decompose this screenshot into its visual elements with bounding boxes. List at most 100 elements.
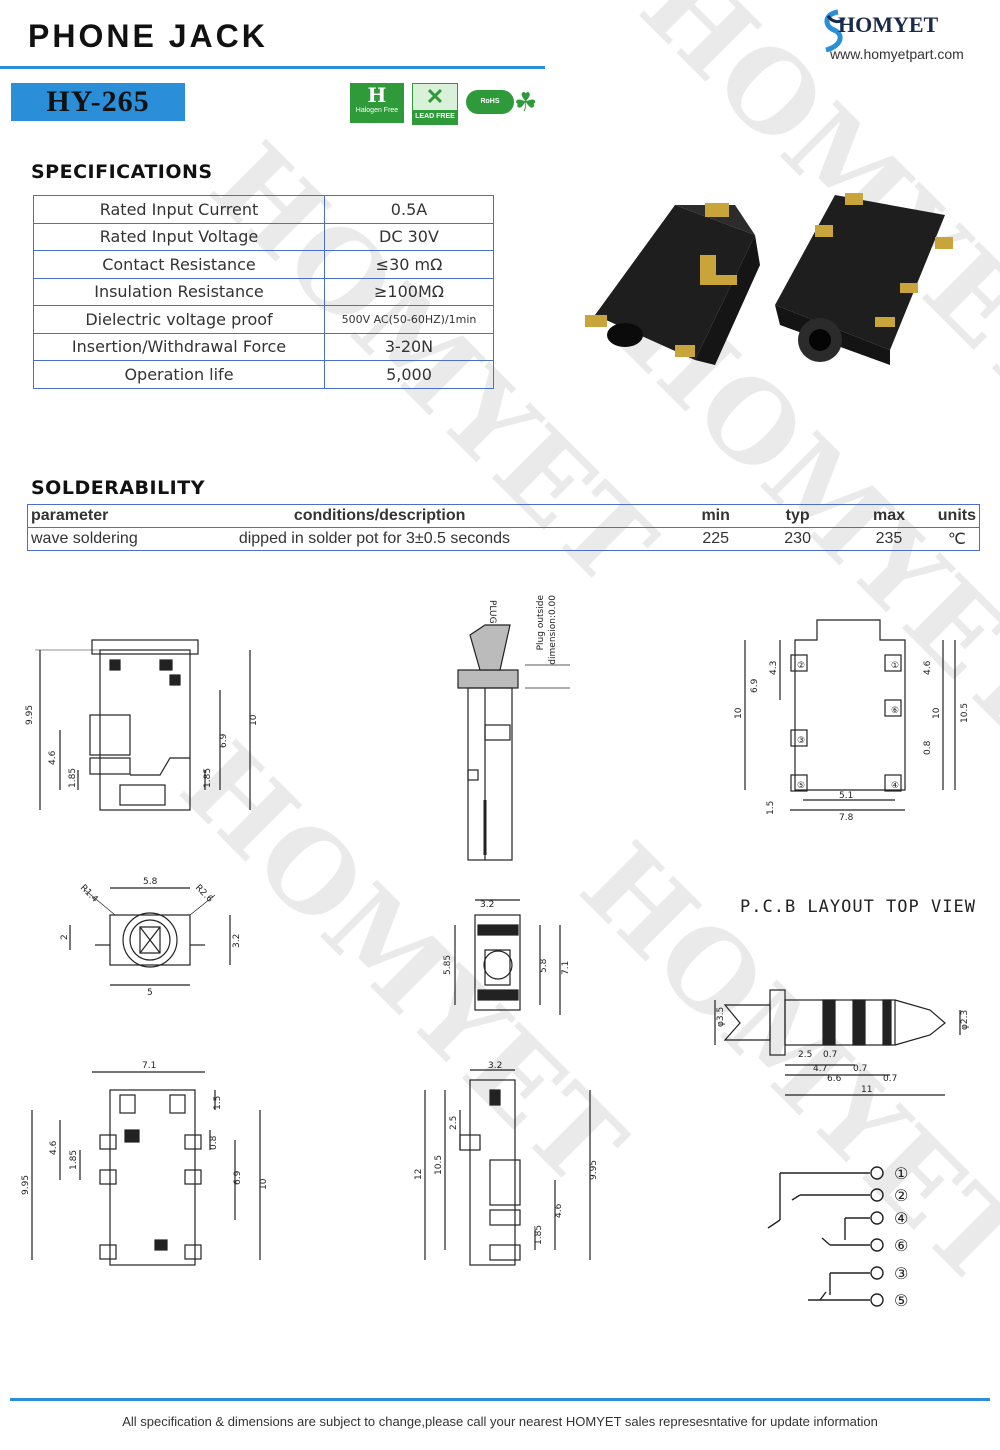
footer-note: All specification & dimensions are subje… — [122, 1414, 878, 1429]
pin-label: ④ — [891, 781, 899, 791]
dim-label: 1.85 — [68, 768, 78, 788]
solderability-heading: SOLDERABILITY — [31, 477, 205, 499]
plug-note: Plug outside — [536, 595, 546, 651]
lead-free-badge: ✕ LEAD FREE — [412, 83, 458, 125]
dim-label: 4.6 — [923, 660, 933, 675]
plug-note: dimension:0.00 — [548, 595, 558, 665]
column-header: conditions/description — [233, 504, 680, 528]
circuit-schematic: ① ② ④ ⑥ ③ ⑤ — [767, 1164, 908, 1310]
pin-label: ⑤ — [797, 781, 805, 791]
spec-label: Rated Input Current — [33, 195, 325, 224]
dim-label: 5.8 — [539, 958, 549, 973]
specifications-heading: SPECIFICATIONS — [31, 161, 213, 183]
dim-label: 1.85 — [203, 768, 213, 788]
table-row: wave soldering dipped in solder pot for … — [28, 528, 980, 551]
dim-label: 1.85 — [534, 1225, 544, 1245]
dim-label: 1.5 — [766, 801, 776, 815]
spec-value: 5,000 — [324, 360, 494, 389]
dim-label: 10.5 — [434, 1155, 444, 1175]
spec-value: ≥100MΩ — [324, 277, 494, 306]
table-cell: dipped in solder pot for 3±0.5 seconds — [238, 530, 510, 547]
jack-photo-left — [585, 203, 760, 365]
spec-value: 500V AC(50-60HZ)/1min — [324, 305, 494, 334]
dim-label: 5.85 — [443, 955, 453, 975]
dim-label: 4.3 — [769, 661, 779, 675]
dim-label: 0.7 — [883, 1074, 897, 1084]
table-row: Contact Resistance≤30 mΩ — [33, 250, 494, 279]
plug-label: PLUG — [487, 600, 497, 624]
dim-label: 2 — [60, 934, 70, 940]
dim-label: 7.8 — [839, 813, 854, 823]
spec-label: Rated Input Voltage — [33, 222, 325, 251]
table-header-row: parameter conditions/description min typ… — [27, 504, 980, 528]
dim-label: 9.95 — [21, 1175, 31, 1195]
dim-label: 11 — [861, 1085, 872, 1095]
dim-label: 5.8 — [143, 877, 158, 887]
pin-label: ⑤ — [894, 1291, 908, 1310]
dim-label: 6.9 — [219, 733, 229, 748]
column-header: min — [679, 504, 753, 528]
column-header: units — [934, 504, 980, 528]
dim-label: 10 — [249, 714, 259, 726]
dim-label: 5.1 — [839, 791, 853, 801]
plug-profile-drawing: φ3.5 φ2.3 2.5 0.7 0.7 0.7 4.7 6.6 11 — [714, 989, 970, 1096]
dim-label: 2.5 — [449, 1116, 459, 1130]
pin-label: ③ — [797, 736, 805, 746]
spec-label: Insertion/Withdrawal Force — [33, 332, 325, 361]
dim-label: 4.6 — [49, 1140, 59, 1155]
dim-label: 1.5 — [213, 1096, 223, 1110]
dim-label: 6.9 — [233, 1170, 243, 1185]
dim-label: 3.2 — [232, 934, 242, 948]
dim-label: 3.2 — [488, 1061, 502, 1071]
spec-label: Operation life — [33, 360, 325, 389]
solderability-table: parameter conditions/description min typ… — [27, 504, 980, 551]
pin-label: ① — [891, 661, 899, 671]
dim-label: 0.8 — [923, 740, 933, 755]
table-cell: 230 — [784, 530, 811, 547]
pin-label: ② — [894, 1186, 908, 1205]
pcb-layout-caption: P.C.B LAYOUT TOP VIEW — [740, 897, 976, 917]
spec-label: Contact Resistance — [33, 250, 325, 279]
dim-label: φ2.3 — [960, 1010, 970, 1030]
product-photo — [585, 193, 953, 365]
bottom-view-drawing: 7.1 9.95 10 6.9 4.6 1.85 1.5 0.8 — [21, 1061, 269, 1266]
spec-value: 0.5A — [324, 195, 494, 224]
dim-label: R1.4 — [78, 883, 100, 905]
side-view-drawing: 9.95 10 6.9 4.6 1.85 1.85 — [25, 639, 259, 811]
brand-logo-icon — [824, 9, 846, 53]
pin-label: ⑥ — [891, 706, 899, 716]
dim-label: 0.8 — [209, 1135, 219, 1150]
dim-label: 10 — [932, 707, 942, 719]
dim-label: 6.6 — [827, 1074, 842, 1084]
dim-label: 4.6 — [48, 750, 58, 765]
dim-label: 9.95 — [25, 705, 35, 725]
dim-label: 5 — [147, 988, 153, 998]
table-cell: wave soldering — [31, 530, 138, 547]
plug-section-drawing: PLUG Plug outside dimension:0.00 — [457, 595, 570, 861]
dim-label: 9.95 — [589, 1160, 599, 1180]
rohs-badge: RoHS Compliant ☘ — [466, 88, 546, 129]
dim-label: 12 — [414, 1169, 424, 1180]
jack-photo-right — [775, 193, 953, 365]
dim-label: 10 — [259, 1178, 269, 1190]
dim-label: 4.6 — [554, 1203, 564, 1218]
pin-label: ① — [894, 1164, 908, 1183]
brand-name: HOMYET — [838, 12, 939, 37]
pin-label: ④ — [894, 1209, 908, 1228]
page-title: PHONE JACK — [28, 18, 268, 54]
model-badge: HY-265 — [11, 83, 185, 121]
dim-label: 0.7 — [853, 1064, 867, 1074]
spec-value: 3-20N — [324, 332, 494, 361]
table-row: Insulation Resistance≥100MΩ — [33, 277, 494, 306]
brand-url: www.homyetpart.com — [830, 46, 964, 62]
dim-label: 4.7 — [813, 1064, 827, 1074]
table-cell: 235 — [875, 530, 903, 547]
header-rule — [0, 66, 545, 69]
column-header: parameter — [27, 504, 234, 528]
